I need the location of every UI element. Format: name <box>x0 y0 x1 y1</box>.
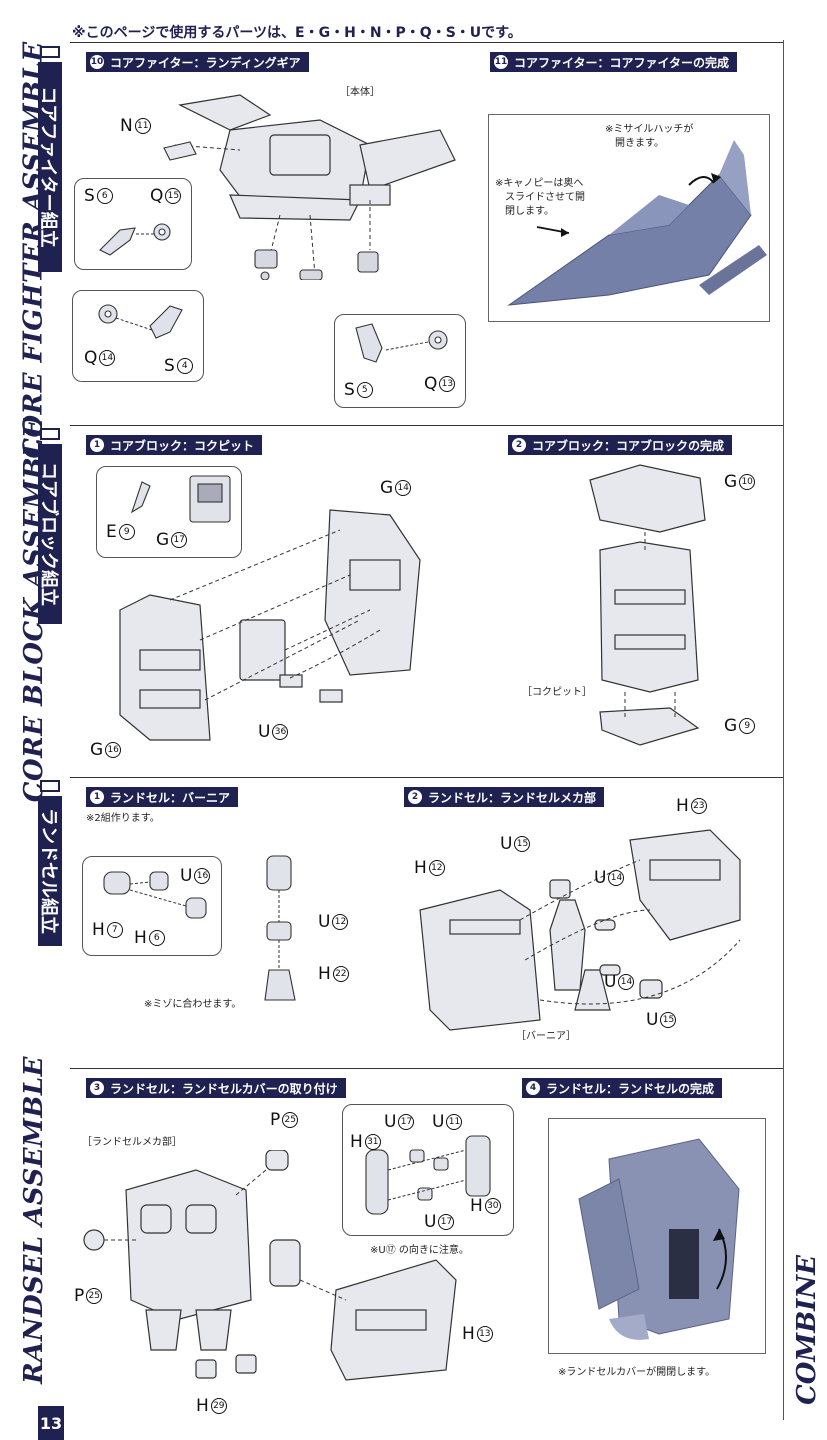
randsel-mecha-illustration <box>419 829 741 1031</box>
randsel-section-title: RANDSEL ASSEMBLE <box>19 1056 50 1384</box>
q14-s4-illustration <box>98 304 183 339</box>
divider <box>70 42 783 43</box>
randsel-complete-photo <box>548 1118 766 1354</box>
e9-g17-illustration <box>131 475 231 523</box>
sidebar: CORE FIGHTER ASSEMBLE コアファイター組立 CORE BLO… <box>0 0 68 1440</box>
step-11-header: 11 コアファイター：コアファイターの完成 <box>490 52 738 72</box>
u17-orientation-note: ※U⑰ の向きに注意。 <box>370 1245 469 1256</box>
core-fighter-complete-photo: ※ミサイルハッチが 開きます。 ※キャノピーは奥へ スライドさせて開 閉します。 <box>488 114 770 322</box>
vernier-assembly-illustration <box>264 855 296 1001</box>
page-number: 13 <box>38 1406 64 1440</box>
missile-hatch-note: ※ミサイルハッチが 開きます。 <box>605 124 694 149</box>
vernier-label: ［バーニア］ <box>516 1031 576 1042</box>
inset-q14-s4 <box>72 290 204 382</box>
two-sets-note: ※2組作ります。 <box>86 813 160 824</box>
divider <box>70 777 783 778</box>
randsel-step-1-header: 1 ランドセル：バーニア <box>86 787 239 807</box>
core-block-step-1-header: 1 コアブロック：コクピット <box>86 435 263 455</box>
canopy-note: ※キャノピーは奥へ スライドさせて開 閉します。 <box>495 178 585 217</box>
section-marker <box>40 428 60 440</box>
randsel-cover-assembly-illustration <box>83 1150 289 1379</box>
randsel-mecha-label: ［ランドセルメカ部］ <box>82 1137 182 1148</box>
divider <box>70 1068 783 1069</box>
combine-section-title: COMBINE <box>792 1255 822 1405</box>
core-fighter-body-illustration <box>174 94 456 280</box>
cockpit-label: ［コクピット］ <box>522 687 592 698</box>
inset-s6-q15 <box>74 178 192 270</box>
core-fighter-photo-illustration <box>507 140 767 306</box>
groove-note: ※ミゾに合わせます。 <box>144 999 242 1010</box>
right-border <box>783 40 784 1420</box>
randsel-step-3-header: 3 ランドセル：ランドセルカバーの取り付け <box>86 1078 346 1098</box>
core-block-step-2-header: 2 コアブロック：コアブロックの完成 <box>508 435 733 455</box>
h7-u16-h6-illustration <box>103 871 207 919</box>
step-10-header: 10 コアファイター：ランディングギア <box>86 52 309 72</box>
divider <box>70 425 783 426</box>
core-block-complete-illustration <box>589 464 706 746</box>
s6-q15-illustration <box>99 223 171 256</box>
body-label: ［本体］ <box>340 87 380 98</box>
section-marker <box>40 46 60 58</box>
randsel-step-2-header: 2 ランドセル：ランドセルメカ部 <box>404 787 605 807</box>
randsel-cover-illustration <box>269 1239 457 1381</box>
cover-opens-note: ※ランドセルカバーが開閉します。 <box>558 1367 716 1378</box>
part-n11-illustration <box>163 141 197 161</box>
core-block-cockpit-illustration <box>119 509 421 741</box>
core-block-jp-label: コアブロック組立 <box>38 444 62 624</box>
randsel-photo-illustration <box>578 1138 740 1340</box>
core-fighter-jp-label: コアファイター組立 <box>38 62 62 272</box>
parts-used-note: ※このページで使用するパーツは、E・G・H・N・P・Q・S・Uです。 <box>72 25 522 41</box>
s5-q13-illustration <box>355 323 448 363</box>
randsel-jp-label: ランドセル組立 <box>38 796 62 946</box>
randsel-step-4-header: 4 ランドセル：ランドセルの完成 <box>522 1078 723 1098</box>
h31-h30-illustration <box>365 1135 491 1215</box>
section-marker <box>40 780 60 792</box>
